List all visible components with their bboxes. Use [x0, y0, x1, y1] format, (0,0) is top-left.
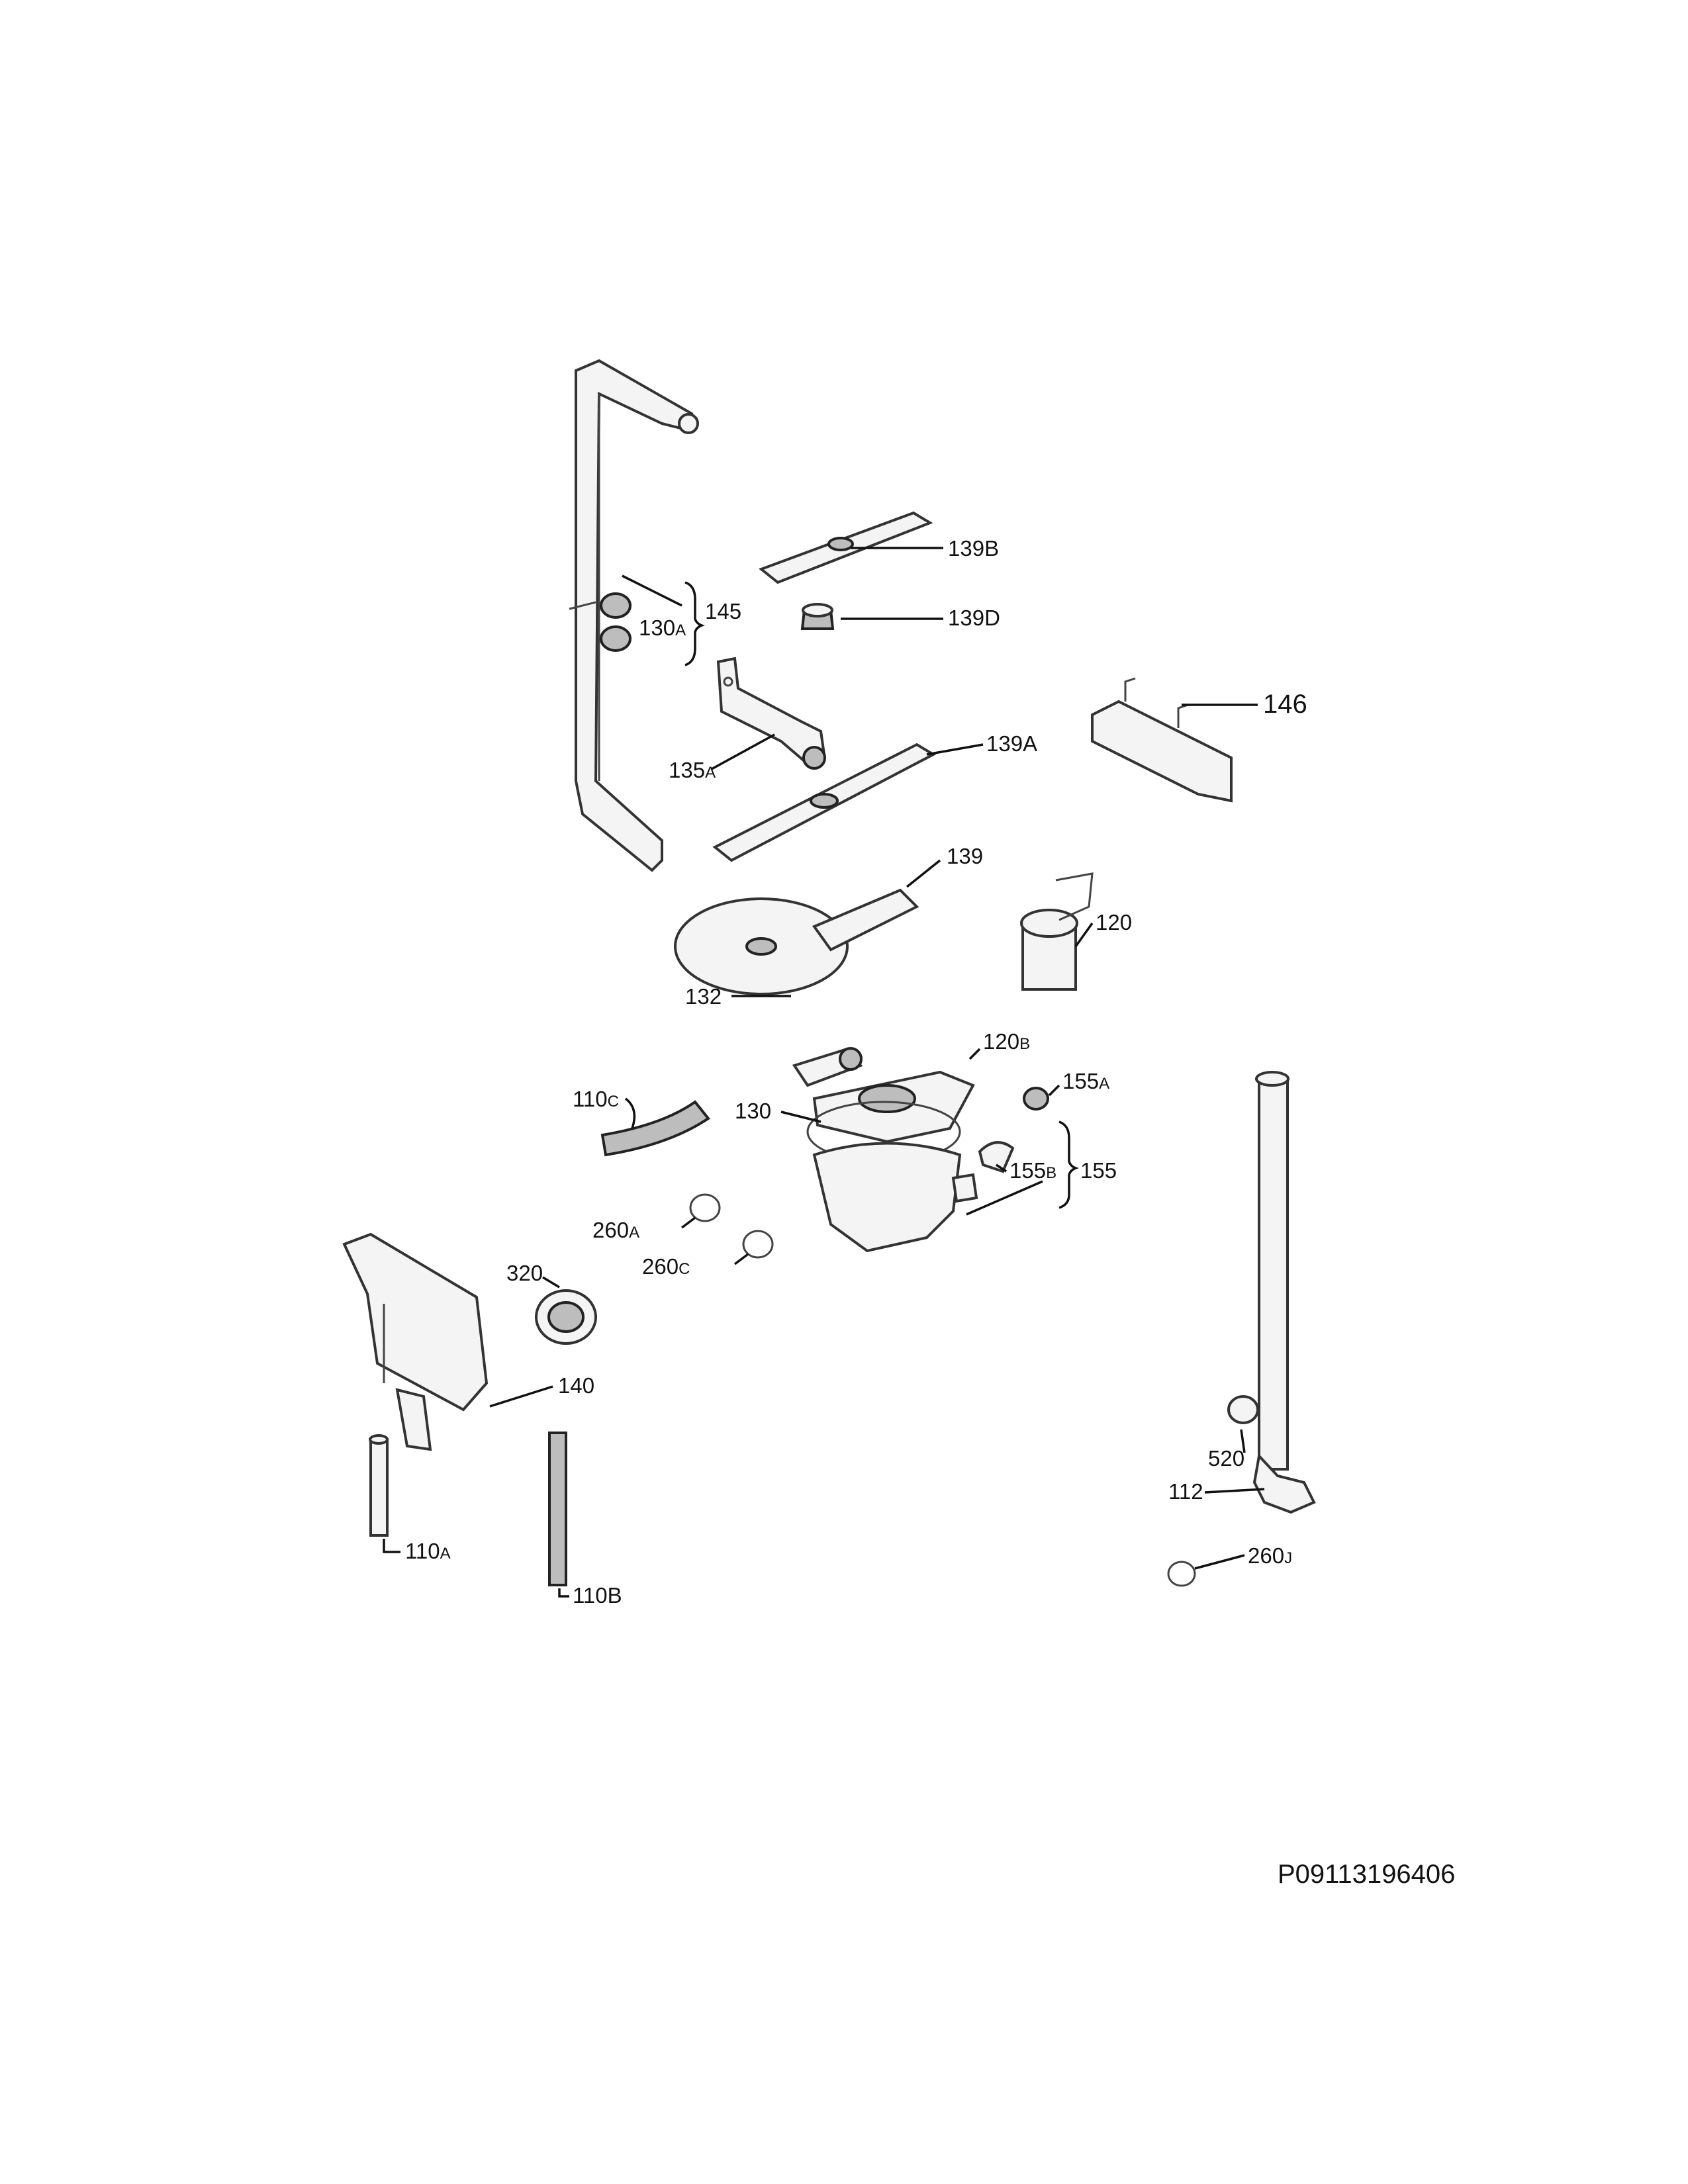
label-139b: 139B — [948, 536, 999, 561]
label-145: 145 — [705, 599, 741, 623]
drawing-number: P09113196406 — [1278, 1860, 1455, 1889]
hose-110c-drawing — [600, 1100, 710, 1157]
label-112: 112 — [1168, 1479, 1203, 1504]
upper-spray-tube-drawing — [569, 359, 699, 872]
leader-lines — [383, 547, 1265, 1598]
clamp-260j-drawing — [1167, 1561, 1196, 1587]
label-130: 130 — [735, 1099, 771, 1123]
clamp-260a-drawing — [689, 1193, 721, 1222]
nozzles-130a-drawing — [600, 592, 632, 652]
label-520: 520 — [1208, 1446, 1244, 1471]
gasket-320-drawing — [535, 1289, 597, 1345]
part-labels: 139B 145 130A 139D 146 135A 139A 139 120… — [405, 536, 1307, 1608]
label-260a: 260A — [592, 1218, 639, 1242]
label-139a: 139A — [986, 731, 1037, 756]
filter-120-drawing — [1020, 872, 1094, 991]
container-140-drawing — [342, 1232, 489, 1451]
label-140: 140 — [558, 1373, 594, 1398]
clamp-260c-drawing — [742, 1230, 774, 1259]
label-139: 139 — [947, 844, 983, 868]
upper-spray-arm-drawing — [758, 511, 933, 584]
label-110b: 110B — [573, 1583, 622, 1608]
connector-132-drawing — [792, 1047, 863, 1087]
nut-139d-drawing — [800, 603, 835, 630]
hose-110b-drawing — [548, 1432, 567, 1586]
lower-spray-arm-drawing — [674, 888, 919, 995]
supply-bracket-drawing — [716, 657, 826, 770]
label-120: 120 — [1096, 910, 1132, 934]
fitting-155a-drawing — [1023, 1087, 1049, 1111]
label-155b: 155B — [1009, 1158, 1056, 1183]
grouping-braces — [684, 581, 1079, 1209]
label-132: 132 — [685, 984, 722, 1009]
label-320: 320 — [506, 1261, 543, 1285]
rear-pipe-drawing — [1091, 677, 1233, 803]
clamp-520-drawing — [1227, 1395, 1259, 1424]
label-139d: 139D — [948, 606, 1000, 630]
label-130a: 130A — [639, 615, 686, 640]
sump-housing-drawing — [812, 1142, 978, 1253]
label-155: 155 — [1080, 1158, 1117, 1183]
label-155a: 155A — [1062, 1069, 1109, 1093]
label-260j: 260J — [1248, 1543, 1292, 1568]
label-120b: 120B — [983, 1029, 1030, 1054]
label-146: 146 — [1263, 690, 1307, 719]
label-135a: 135A — [669, 758, 716, 782]
filter-plate-drawing — [812, 1070, 975, 1144]
label-260c: 260C — [642, 1254, 690, 1279]
label-110c: 110C — [573, 1087, 619, 1111]
tube-110a-drawing — [369, 1434, 389, 1537]
clip-155b-drawing — [978, 1141, 1015, 1173]
drain-hose-drawing — [1252, 1071, 1316, 1514]
label-110a: 110A — [405, 1539, 451, 1563]
